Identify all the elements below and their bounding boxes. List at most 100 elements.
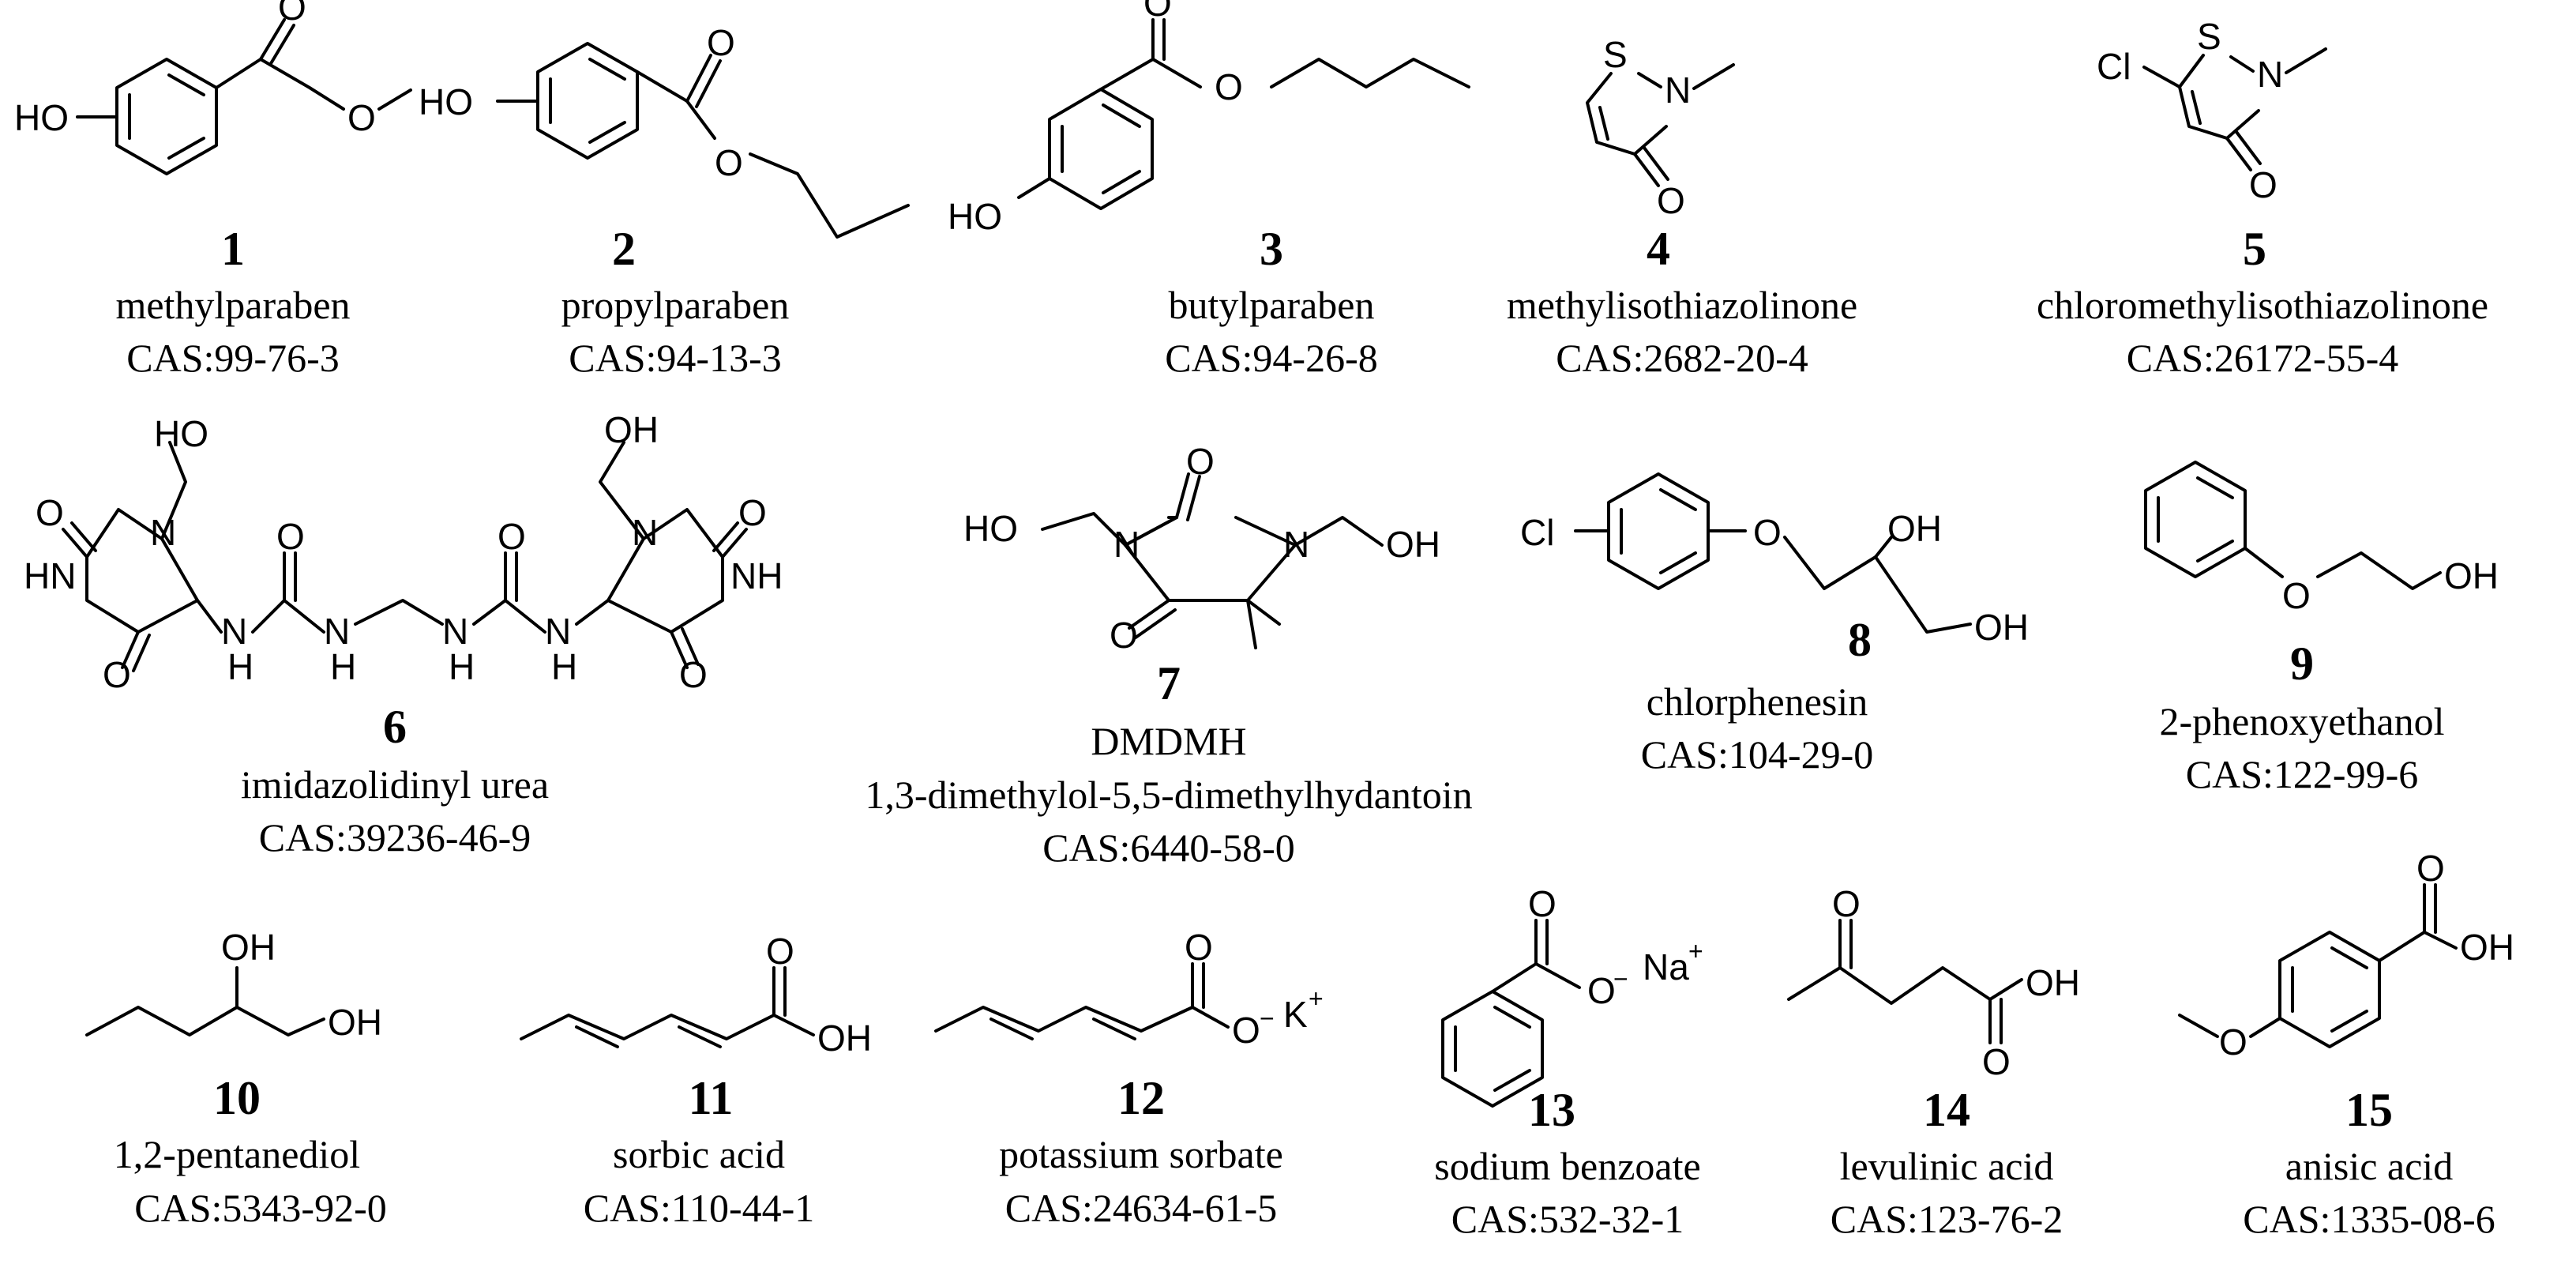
compound-cas: CAS:94-26-8 [1165,336,1377,380]
atom-label: O [1657,180,1685,221]
charge-label: − [1613,965,1628,993]
compound-cas: CAS:110-44-1 [584,1186,815,1230]
atom-label: H [227,646,253,687]
compound-cas: CAS:104-29-0 [1641,732,1873,777]
atom-label: OH [2026,962,2080,1003]
compound-name: sorbic acid [613,1132,785,1176]
benzene-ring [1441,990,1544,1108]
structure-10: OH OH 10 1,2-pentanediol CAS:5343-92-0 [85,927,387,1230]
atom-label: OH [221,927,276,968]
structure-15: O O OH 15 anisic acid CAS:1335-08-6 [2178,848,2514,1241]
benzene-ring [1607,472,1710,590]
compound-number: 7 [1157,657,1181,709]
atom-label: HO [963,508,1018,549]
atom-label: HN [24,555,76,596]
structure-11: O OH 11 sorbic acid CAS:110-44-1 [520,931,872,1230]
atom-label: N [545,611,571,652]
compound-cas: CAS:39236-46-9 [259,815,531,860]
charge-label: + [1688,937,1703,965]
structure-4: S N O 4 methylisothiazolinone CAS:2682-2… [1507,34,1857,380]
benzene-ring [115,58,218,175]
atom-label: N [1665,70,1691,111]
compound-name: levulinic acid [1840,1144,2054,1188]
compound-name: DMDMH [1091,719,1246,763]
benzene-ring [2278,931,2381,1048]
compound-cas: CAS:5343-92-0 [134,1186,386,1230]
atom-label: N [632,512,658,553]
structure-7: O HO N N O OH 7 DMDMH 1,3-dimethylol-5,5… [865,441,1472,870]
atom-label: OH [1974,607,2029,648]
atom-label: O [2282,575,2311,616]
compound-number: 5 [2243,223,2266,275]
compound-number: 9 [2290,638,2314,690]
structure-3: HO O O 3 butylparaben CAS:94-26-8 [948,0,1470,380]
compound-number: 4 [1647,223,1670,275]
atom-label: N [1113,524,1140,565]
compound-name: chlorphenesin [1647,679,1868,724]
charge-label: + [1309,984,1324,1013]
atom-label: O [1143,0,1172,24]
atom-label: S [1603,34,1628,75]
atom-label: O [1982,1041,2011,1082]
compound-cas: CAS:26172-55-4 [2127,336,2398,380]
atom-label: OH [817,1018,872,1059]
benzene-ring [536,42,639,160]
atom-label: O [278,0,306,28]
atom-label: K [1283,994,1308,1035]
compound-number: 3 [1260,223,1283,275]
compound-name: butylparaben [1168,283,1374,327]
atom-label: H [330,646,356,687]
atom-label: N [324,611,350,652]
atom-label: O [2219,1021,2247,1063]
atom-label: HO [419,81,473,122]
compound-cas: CAS:99-76-3 [126,336,339,380]
atom-label: Na [1643,946,1689,988]
structure-8: Cl O OH OH 8 chlorphenesin CAS:104-29-0 [1520,472,2029,777]
structure-14: O OH O 14 levulinic acid CAS:123-76-2 [1787,883,2080,1241]
atom-label: N [2257,54,2283,95]
compound-name: potassium sorbate [999,1132,1283,1176]
atom-label: S [2197,16,2221,57]
compound-number: 13 [1528,1084,1575,1136]
structure-1: HO O O 1 methylparaben CAS:99-76-3 [14,0,412,380]
atom-label: Cl [2097,46,2131,87]
atom-label: O [103,654,131,695]
atom-label: H [551,646,577,687]
compound-number: 10 [213,1072,261,1124]
atom-label: O [1832,883,1861,924]
atom-label: O [36,492,64,533]
atom-label: O [1753,512,1782,553]
atom-label: O [498,516,526,557]
atom-label: O [1215,66,1243,107]
compound-name: chloromethylisothiazolinone [2037,283,2488,327]
atom-label: OH [604,409,659,450]
structure-9: O OH 9 2-phenoxyethanol CAS:122-99-6 [2144,461,2499,796]
atom-label: O [2249,164,2277,205]
structure-12: O O − K + 12 potassium sorbate CAS:24634… [934,927,1324,1230]
atom-label: N [442,611,468,652]
compound-cas: CAS:2682-20-4 [1556,336,1808,380]
atom-label: O [1587,970,1616,1011]
atom-label: O [1232,1010,1260,1051]
atom-label: O [1110,615,1138,656]
compound-name: sodium benzoate [1434,1144,1700,1188]
atom-label: O [766,931,794,972]
compound-cas: CAS:24634-61-5 [1005,1186,1277,1230]
atom-label: O [1528,883,1556,924]
benzene-ring [2144,461,2247,578]
compound-name: propylparaben [561,283,790,327]
atom-label: Cl [1520,512,1554,553]
compound-cas: CAS:1335-08-6 [2243,1197,2495,1241]
compound-name: methylparaben [115,283,350,327]
atom-label: OH [2444,555,2499,596]
atom-label: OH [328,1002,382,1043]
compound-number: 11 [689,1072,734,1124]
structure-2: HO O O 2 propylparaben CAS:94-13-3 [419,22,910,380]
atom-label: O [2416,848,2445,889]
atom-label: N [221,611,247,652]
compound-name: 1,2-pentanediol [114,1132,360,1176]
compound-name: anisic acid [2285,1144,2453,1188]
benzene-ring [1048,88,1154,210]
